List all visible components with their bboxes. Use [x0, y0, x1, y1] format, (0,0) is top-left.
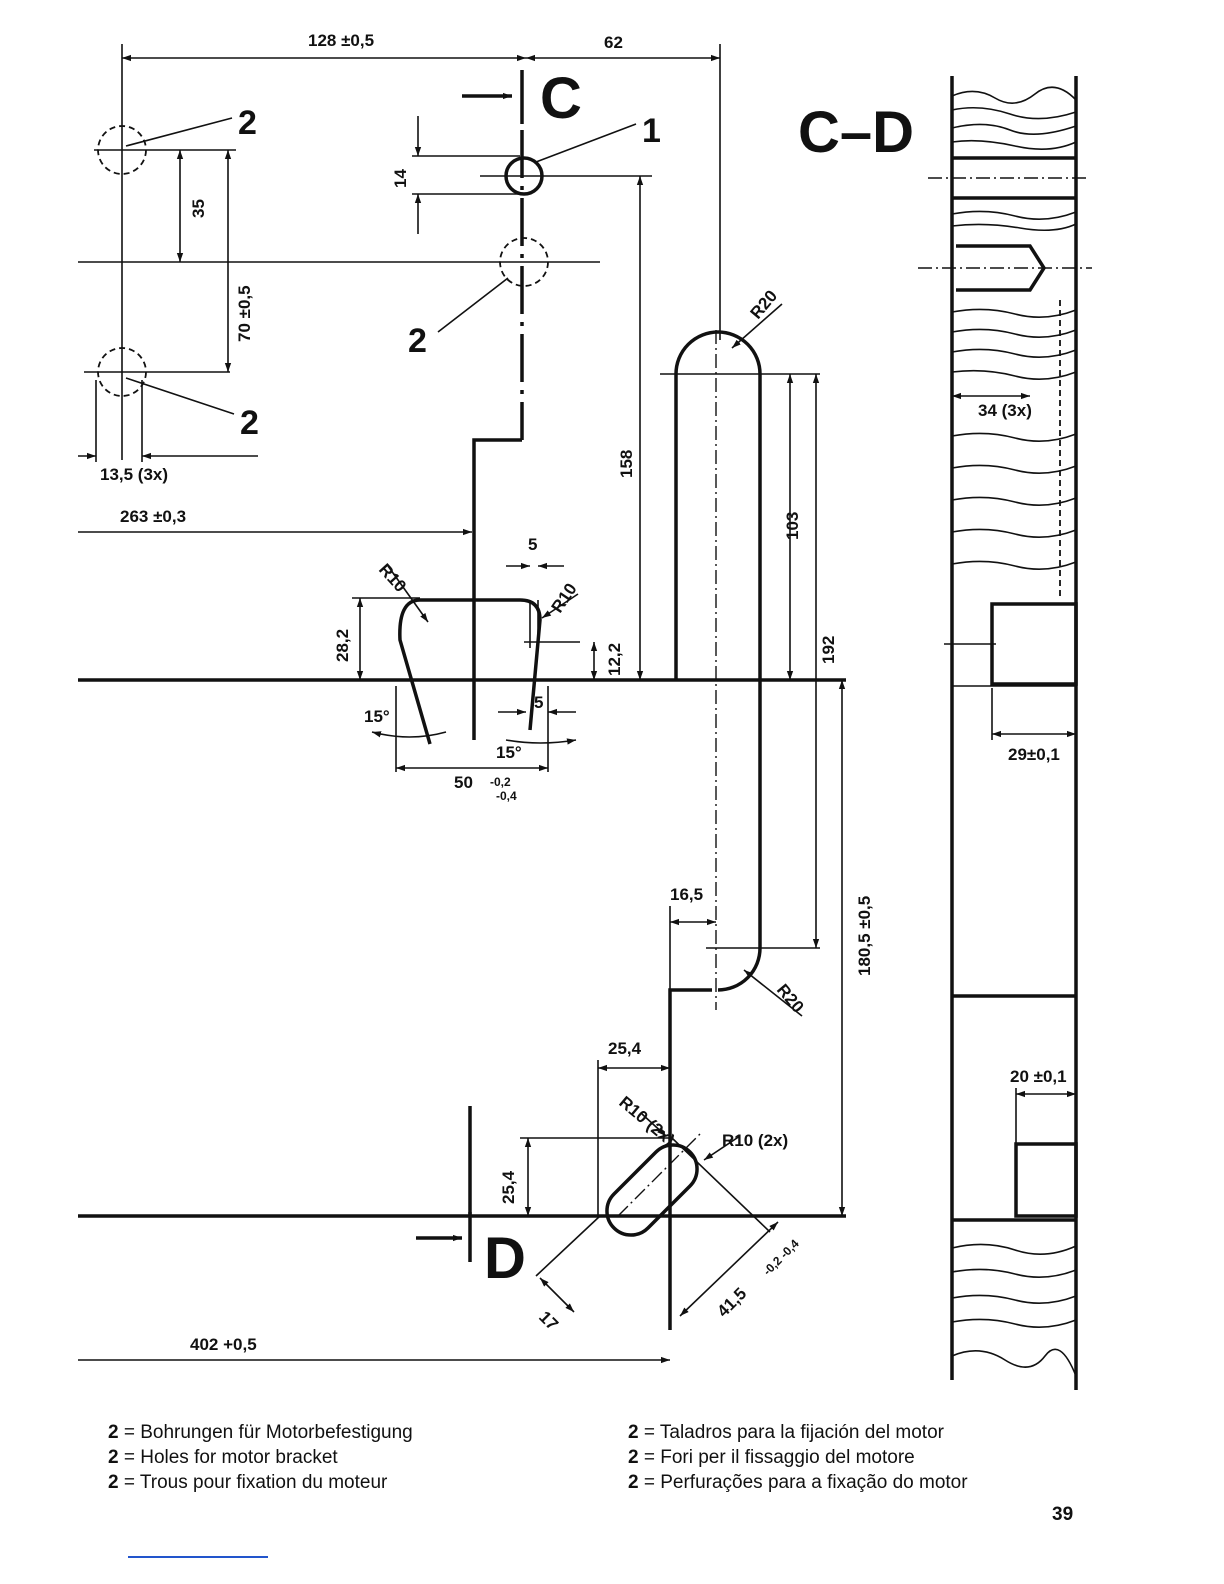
dim-158: 158 — [617, 176, 644, 680]
dim-34-label: 34 (3x) — [978, 401, 1032, 420]
legend-number: 2 — [108, 1472, 119, 1493]
dim-35: 35 — [176, 150, 208, 262]
footer-rule — [128, 1556, 268, 1558]
dim-14: 14 — [391, 116, 520, 234]
legend-right: 2 = Taladros para la fijación del motor … — [628, 1420, 968, 1495]
dim-103-label: 103 — [783, 512, 802, 540]
dim-180-5-label: 180,5 ±0,5 — [855, 896, 874, 976]
section-label-d: D — [484, 1226, 526, 1291]
callout-2-middle: 2 — [408, 322, 427, 360]
legend-item: 2 = Holes for motor bracket — [108, 1445, 413, 1470]
dim-128-label: 128 ±0,5 — [308, 31, 374, 50]
dim-70-label: 70 ±0,5 — [235, 285, 254, 342]
dim-r10-2x-right-label: R10 (2x) — [722, 1131, 788, 1150]
section-view-cd: 34 (3x) 29±0,1 20 ±0,1 — [918, 76, 1092, 1390]
dim-62: 62 — [526, 33, 721, 340]
dim-41-5-label: 41,5 — [713, 1284, 750, 1321]
dim-5-top-label: 5 — [528, 535, 537, 554]
dim-158-label: 158 — [617, 450, 636, 478]
dim-r20-bottom-label: R20 — [773, 980, 808, 1016]
dim-5-bottom-label: 5 — [534, 693, 543, 712]
dim-62-label: 62 — [604, 33, 623, 52]
dim-15deg-right-label: 15° — [496, 743, 522, 762]
legend-item: 2 = Fori per il fissaggio del motore — [628, 1445, 968, 1470]
legend-item: 2 = Perfurações para a fixação do motor — [628, 1470, 968, 1495]
dim-16-5-label: 16,5 — [670, 885, 703, 904]
dim-12-2-label: 12,2 — [605, 643, 624, 676]
dim-25-4-h-label: 25,4 — [608, 1039, 642, 1058]
legend-number: 2 — [628, 1472, 639, 1493]
dim-402-label: 402 +0,5 — [190, 1335, 257, 1354]
callout-2-top: 2 — [238, 104, 257, 142]
callout-2-bottom: 2 — [240, 404, 259, 442]
dim-13-5-label: 13,5 (3x) — [100, 465, 168, 484]
dim-263: 263 ±0,3 — [78, 507, 472, 536]
dim-192-label: 192 — [819, 636, 838, 664]
section-arrow-d: D — [416, 1212, 526, 1291]
dim-128: 128 ±0,5 — [121, 31, 526, 460]
legend-text: = Trous pour fixation du moteur — [123, 1472, 388, 1493]
legend-number: 2 — [628, 1447, 639, 1468]
legend-number: 2 — [628, 1422, 639, 1443]
dim-180-5: 180,5 ±0,5 — [838, 680, 874, 1216]
dim-r20-top-label: R20 — [747, 286, 782, 322]
hole-1: 1 — [480, 112, 661, 196]
legend-text: = Holes for motor bracket — [123, 1447, 338, 1468]
dim-402: 402 +0,5 — [78, 1335, 670, 1364]
legend-text: = Fori per il fissaggio del motore — [643, 1447, 915, 1468]
main-profile — [78, 130, 846, 1330]
legend-text: = Bohrungen für Motorbefestigung — [123, 1422, 413, 1443]
legend-text: = Perfurações para a fixação do motor — [643, 1472, 968, 1493]
dim-29-label: 29±0,1 — [1008, 745, 1060, 764]
section-label-cd: C–D — [798, 100, 914, 165]
dim-41-5-tol: -0,2 -0,4 — [760, 1236, 802, 1278]
legend-left: 2 = Bohrungen für Motorbefestigung 2 = H… — [108, 1420, 413, 1495]
dim-15deg-left-label: 15° — [364, 707, 390, 726]
legend-item: 2 = Taladros para la fijación del motor — [628, 1420, 968, 1445]
dim-28-2-label: 28,2 — [333, 629, 352, 662]
dim-50-label: 50 — [454, 773, 473, 792]
dim-17-label: 17 — [535, 1307, 562, 1334]
dim-14-label: 14 — [391, 169, 410, 188]
dim-103: 103 — [783, 374, 802, 680]
legend-item: 2 = Bohrungen für Motorbefestigung — [108, 1420, 413, 1445]
dim-263-label: 263 ±0,3 — [120, 507, 186, 526]
motor-holes-group: 2 2 2 — [78, 104, 600, 442]
legend-number: 2 — [108, 1422, 119, 1443]
legend-number: 2 — [108, 1447, 119, 1468]
dim-50-tol-lower: -0,4 — [496, 789, 517, 803]
dim-192: 192 — [812, 374, 838, 948]
long-slot: R20 R20 — [660, 286, 820, 1017]
technical-drawing: 128 ±0,5 62 C D C–D 2 2 2 — [78, 31, 1092, 1390]
legend-text: = Taladros para la fijación del motor — [643, 1422, 944, 1443]
dim-25-4-v-label: 25,4 — [499, 1170, 518, 1204]
dim-50-tol-upper: -0,2 — [490, 775, 511, 789]
dim-13-5: 13,5 (3x) — [78, 380, 258, 484]
dim-16-5: 16,5 — [669, 885, 716, 992]
page-number: 39 — [1052, 1504, 1074, 1525]
dim-35-label: 35 — [189, 199, 208, 218]
section-label-c: C — [540, 66, 582, 131]
section-arrow-c: C — [462, 66, 582, 131]
dim-70: 70 ±0,5 — [224, 150, 254, 372]
dim-20-label: 20 ±0,1 — [1010, 1067, 1067, 1086]
callout-1: 1 — [642, 112, 661, 150]
legend-item: 2 = Trous pour fixation du moteur — [108, 1470, 413, 1495]
dim-25-4-vertical: 25,4 — [499, 1137, 670, 1216]
notch-cutout: 50 -0,2 -0,4 28,2 12,2 R10 R10 5 5 15° 1… — [333, 535, 624, 803]
